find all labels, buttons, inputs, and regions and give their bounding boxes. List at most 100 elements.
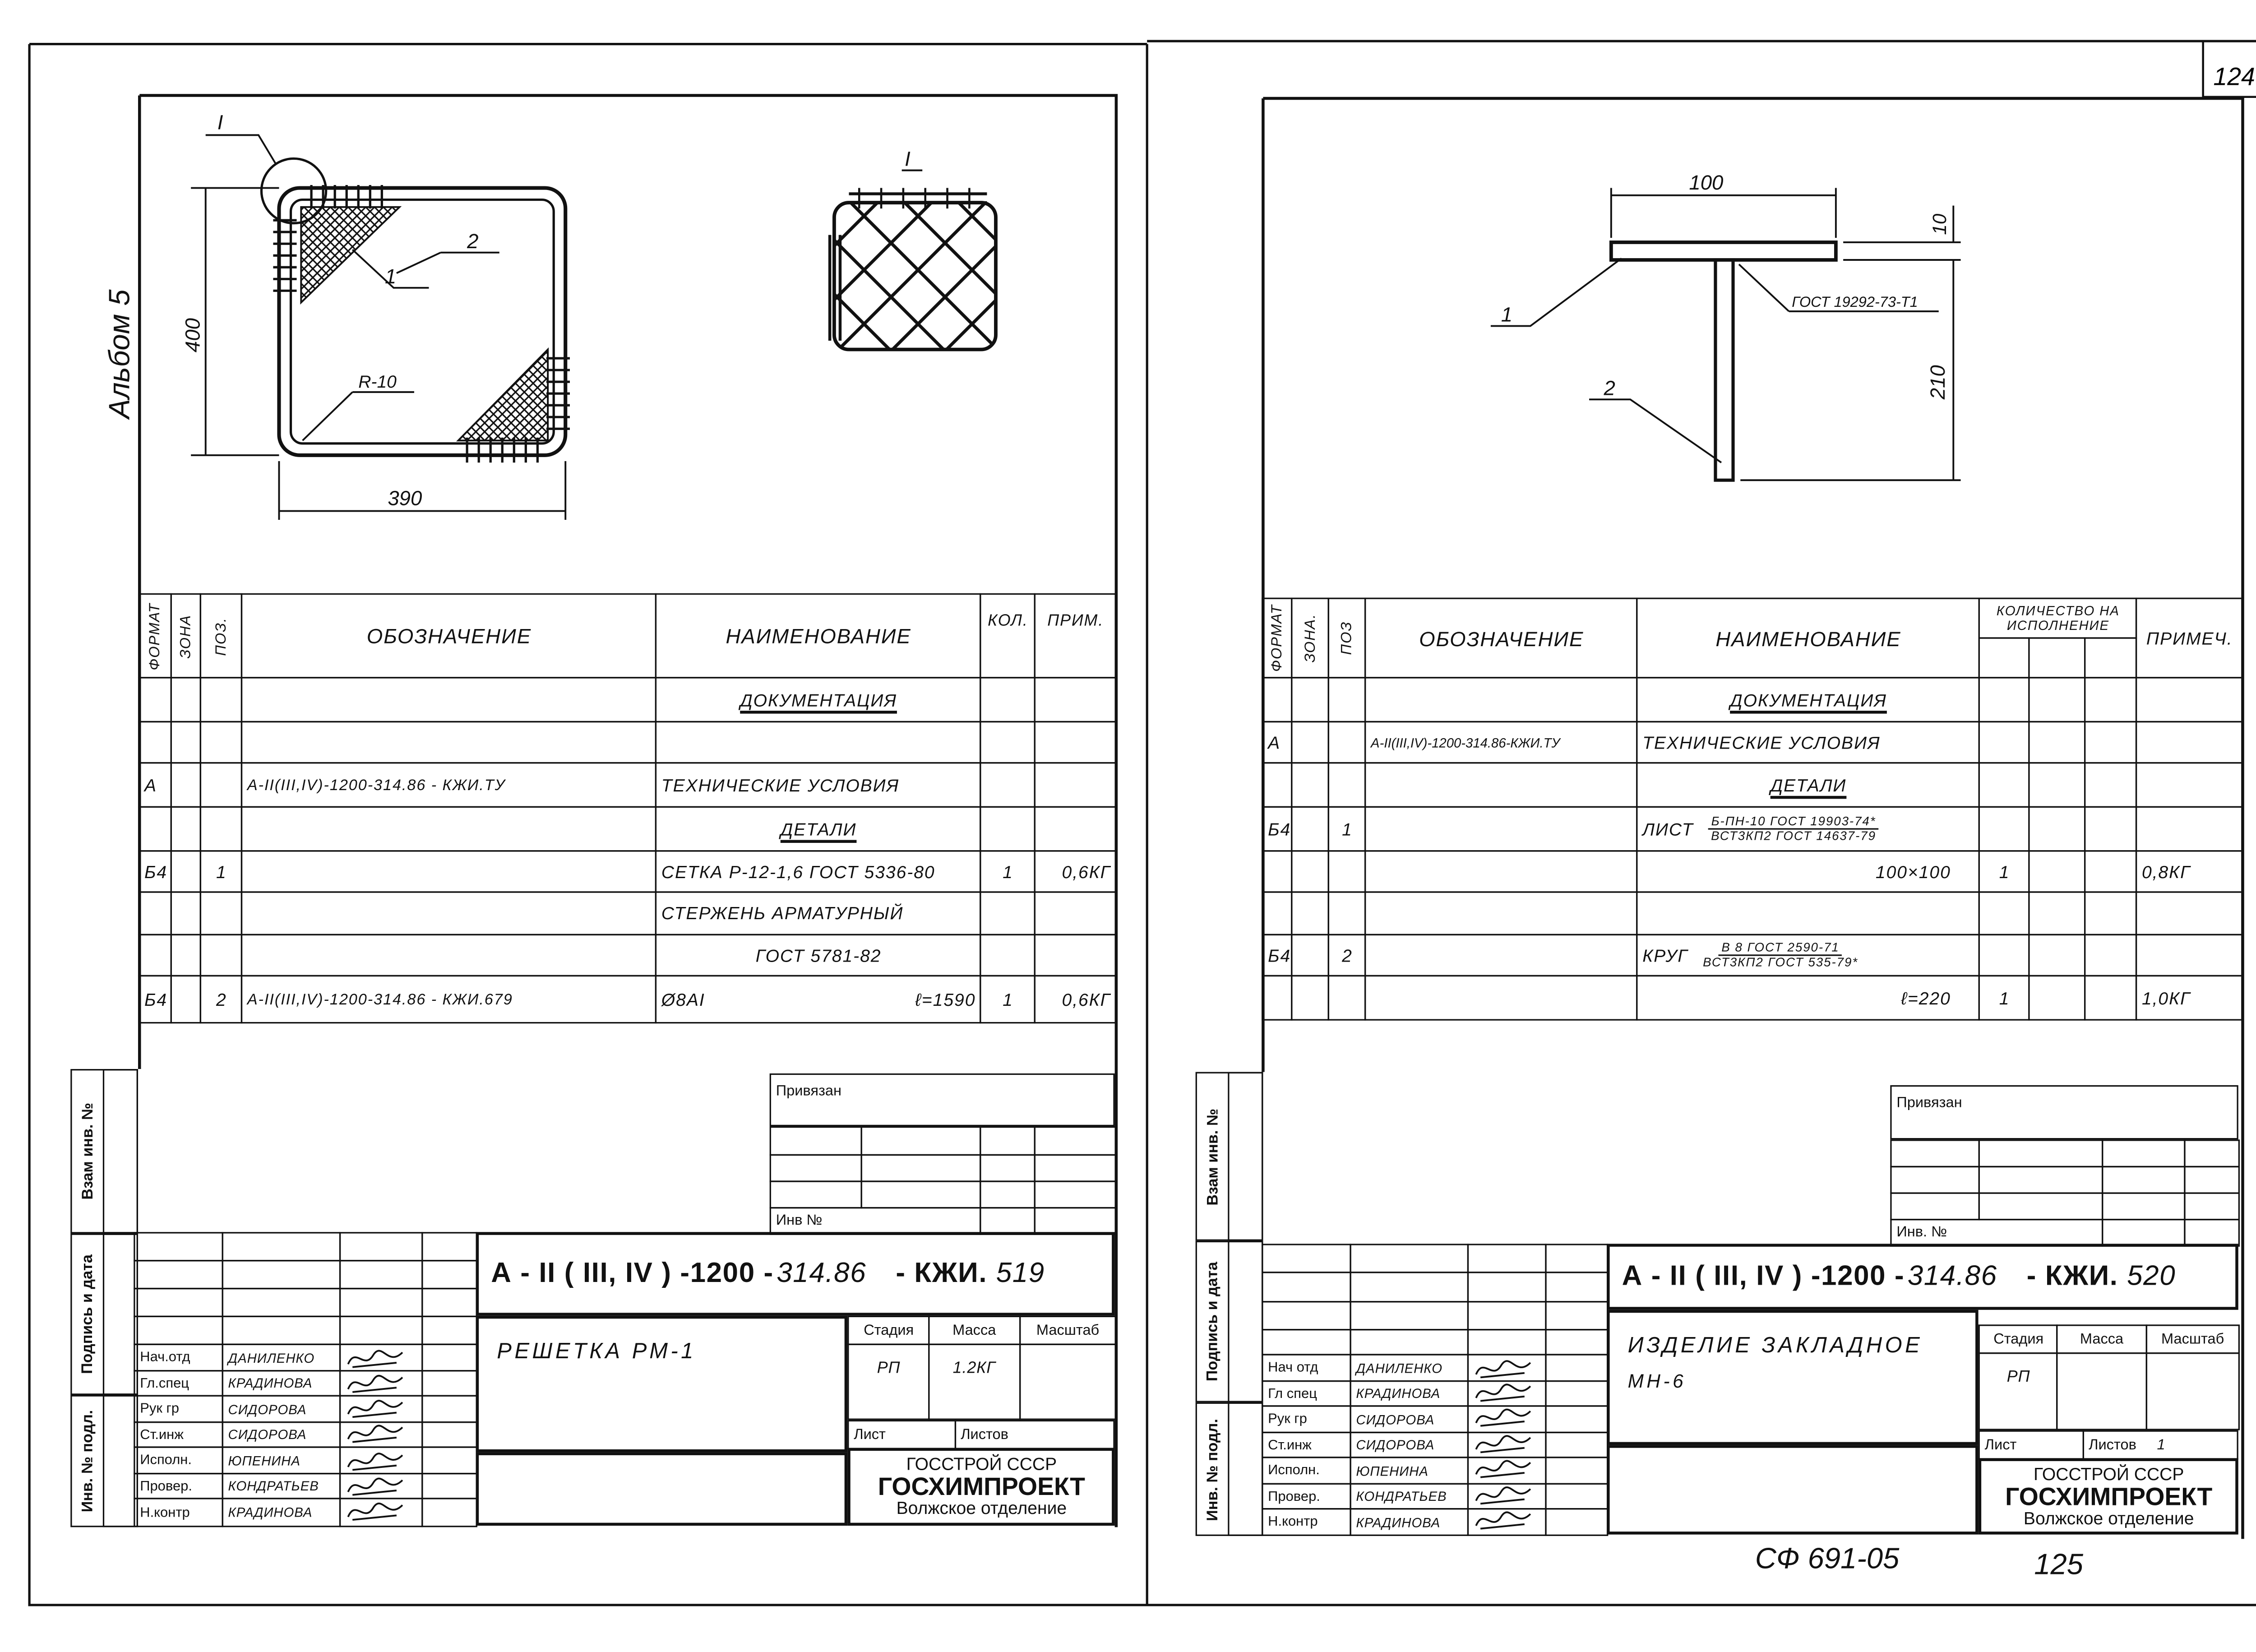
- stage-header-mass_label: Масса: [2057, 1325, 2147, 1355]
- detail-i-drawing: [828, 169, 998, 352]
- spec-header-zone: Зона.: [1291, 598, 1330, 679]
- binding-grid-cell[interactable]: [2102, 1166, 2186, 1194]
- binding-grid-cell[interactable]: [1034, 1181, 1117, 1209]
- spec-header-pos: Поз.: [200, 593, 243, 679]
- spec-cell-pos: [1328, 851, 1367, 893]
- title-grid-cell: [1545, 1483, 1609, 1510]
- weld-standard-note: ГОСТ 19292-73-Т1: [1792, 294, 1918, 310]
- spec-cell-name: [1637, 892, 1980, 936]
- spec-cell-designation: [1365, 975, 1638, 1021]
- binding-grid-cell[interactable]: [861, 1181, 982, 1209]
- binding-grid-cell[interactable]: [1979, 1193, 2104, 1221]
- spec-cell-pos: 1: [1328, 806, 1367, 852]
- embedded-part-drawing: [1490, 188, 1961, 482]
- spec-cell-qty: [980, 762, 1036, 808]
- signature-cell: [339, 1344, 424, 1372]
- signature-scribble: [1475, 1384, 1531, 1402]
- binding-grid-cell[interactable]: [1891, 1140, 1980, 1168]
- binding-grid-cell[interactable]: [861, 1126, 982, 1157]
- spec-header-label: Формат: [1269, 605, 1286, 672]
- title-grid-cell: [1467, 1329, 1547, 1356]
- binding-grid-cell[interactable]: [2184, 1166, 2241, 1194]
- title-grid-cell: [422, 1316, 478, 1346]
- spec-cell-note: [2136, 806, 2243, 852]
- item-size: ℓ=220: [1901, 988, 1951, 1009]
- position-2-label: 2: [1604, 376, 1615, 399]
- binding-grid-cell[interactable]: [2102, 1193, 2186, 1221]
- spec-header-note: Прим.: [1034, 593, 1117, 679]
- spec-cell-designation: [1365, 677, 1638, 723]
- staff-role: Ст.инж: [134, 1422, 224, 1448]
- binding-grid-cell[interactable]: [2184, 1193, 2241, 1221]
- binding-grid-cell[interactable]: [2184, 1140, 2241, 1168]
- staff-name: Кондратьев: [1350, 1483, 1470, 1510]
- staff-role: Исполн.: [134, 1447, 224, 1475]
- binding-grid-cell[interactable]: [770, 1181, 863, 1209]
- side-strip-label: Взам инв. №: [72, 1070, 104, 1232]
- spec-cell-pos: [200, 892, 243, 936]
- staff-name: Даниленко: [1350, 1354, 1470, 1383]
- side-strip-field: [102, 1233, 138, 1395]
- stage-value-scale: [2145, 1353, 2240, 1431]
- signature-cell: [339, 1473, 424, 1500]
- spec-cell-name: ℓ=220: [1637, 975, 1980, 1021]
- position-1-label: 1: [1501, 303, 1512, 326]
- spec-cell-format: [138, 806, 172, 852]
- signature-scribble: [347, 1453, 403, 1471]
- spec-cell-q2: [2029, 934, 2086, 977]
- binding-grid-cell[interactable]: [2102, 1140, 2186, 1168]
- spec-cell-designation: [241, 892, 657, 936]
- dimension-width-label: 100: [1689, 171, 1723, 194]
- spec-cell-name: Стержень арматурный: [655, 892, 982, 936]
- dimension-height-label: 210: [1926, 365, 1949, 400]
- binding-grid-cell[interactable]: [2102, 1219, 2186, 1247]
- section-heading: Детали: [780, 819, 857, 840]
- title-grid-cell: [422, 1473, 478, 1500]
- spec-cell-name: 100×100: [1637, 851, 1980, 893]
- spec-cell-zone: [1291, 892, 1330, 936]
- signature-cell: [339, 1422, 424, 1448]
- document-designation: А - II ( III, IV ) -1200 - 314.86- КЖИ.5…: [476, 1232, 1115, 1316]
- title-grid-cell: [422, 1370, 478, 1397]
- spec-cell-qty: 1: [980, 975, 1036, 1024]
- binding-grid-cell[interactable]: [2184, 1219, 2241, 1247]
- spec-cell-q1: [1979, 677, 2030, 723]
- binding-grid-cell[interactable]: [980, 1126, 1036, 1157]
- binding-grid-cell[interactable]: [1891, 1166, 1980, 1194]
- spec-cell-designation: [241, 677, 657, 723]
- spec-header-name: Наименование: [1637, 598, 1980, 679]
- spec-cell-format: А: [138, 762, 172, 808]
- product-name: Изделие закладное: [1627, 1333, 1923, 1359]
- sheet-label: Лист: [1979, 1430, 2085, 1460]
- binding-grid-cell[interactable]: [1034, 1154, 1117, 1183]
- binding-grid-cell[interactable]: [980, 1207, 1036, 1236]
- title-grid-cell: [1350, 1301, 1470, 1331]
- inv-no-field[interactable]: Инв. №: [1891, 1219, 2104, 1247]
- spec-cell-q1: [1979, 806, 2030, 852]
- staff-role: Рук гр: [134, 1395, 224, 1424]
- staff-role: Гл спец: [1262, 1380, 1352, 1407]
- binding-grid-cell[interactable]: [861, 1154, 982, 1183]
- signature-cell: [1467, 1432, 1547, 1459]
- spec-cell-q1: [1979, 721, 2030, 764]
- side-strip-field: [102, 1069, 138, 1234]
- signature-scribble: [1475, 1460, 1531, 1478]
- material-fraction: Б-ПН-10 ГОСТ 19903-74*ВСт3кп2 ГОСТ 14637…: [1708, 814, 1879, 843]
- spec-cell-q2: [2029, 677, 2086, 723]
- binding-grid-cell[interactable]: [980, 1181, 1036, 1209]
- inv-no-field[interactable]: Инв №: [770, 1207, 982, 1236]
- spec-cell-qty: [980, 677, 1036, 723]
- binding-grid-cell[interactable]: [1979, 1140, 2104, 1168]
- binding-grid-cell[interactable]: [1891, 1193, 1980, 1221]
- footer-page-number: 125: [2034, 1548, 2083, 1581]
- binding-grid-cell[interactable]: [980, 1154, 1036, 1183]
- binding-grid-cell[interactable]: [770, 1126, 863, 1157]
- spec-cell-name: ЛистБ-ПН-10 ГОСТ 19903-74*ВСт3кп2 ГОСТ 1…: [1637, 806, 1980, 852]
- binding-grid-cell[interactable]: [1034, 1207, 1117, 1236]
- binding-grid-cell[interactable]: [1979, 1166, 2104, 1194]
- stage-value-mass: [2057, 1353, 2147, 1431]
- binding-grid-cell[interactable]: [770, 1154, 863, 1183]
- binding-grid-cell[interactable]: [1034, 1126, 1117, 1157]
- spec-cell-note: [1034, 934, 1117, 977]
